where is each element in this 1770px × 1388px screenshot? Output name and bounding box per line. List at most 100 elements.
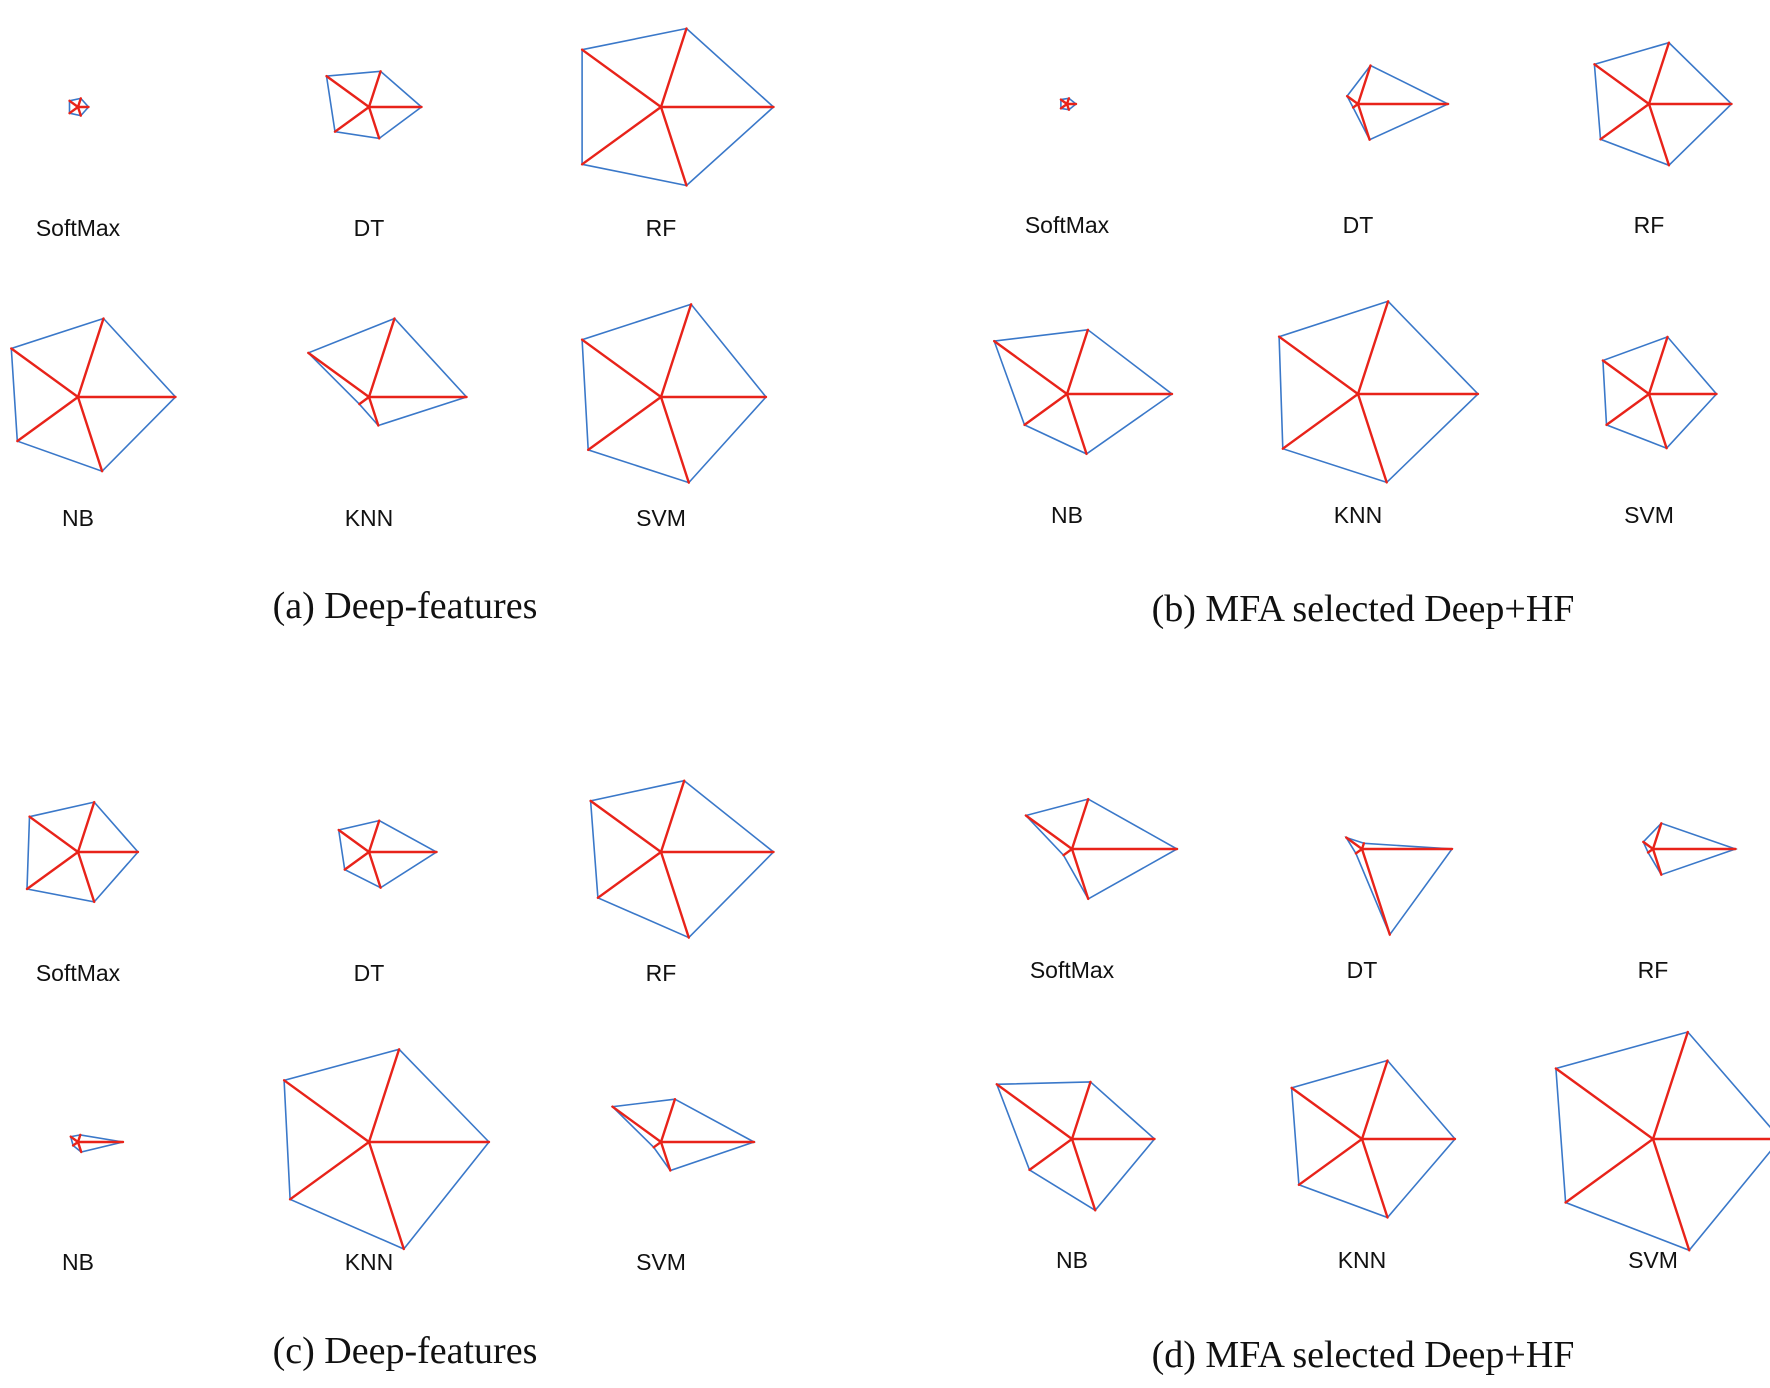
panel-caption: (a) Deep-features [273, 585, 538, 627]
classifier-label: KNN [1334, 502, 1383, 528]
radar-spoke-1 [1647, 335, 1669, 396]
radar-spoke-4 [580, 105, 663, 166]
radar-spoke-2 [337, 828, 371, 854]
radar-outline [993, 328, 1174, 455]
radar-spoke-4 [16, 395, 80, 443]
radar-spoke-5 [367, 850, 382, 889]
radar-outline [68, 97, 90, 117]
radar-spoke-5 [1065, 392, 1088, 456]
radar-spoke-4 [1028, 1137, 1074, 1172]
radar-spoke-4 [1564, 1137, 1655, 1204]
radar-outline [10, 317, 177, 473]
radar-outline [306, 317, 468, 427]
radar-outline [26, 801, 140, 903]
radar-outline [1346, 64, 1450, 141]
radar-spoke-2 [995, 1083, 1074, 1141]
radar-spoke-2 [68, 99, 80, 109]
classifier-label: KNN [345, 1249, 394, 1275]
radar-outline [995, 1081, 1156, 1212]
radar-outline [1642, 822, 1738, 876]
radar-spoke-1 [659, 779, 686, 854]
radar-spoke-5 [1356, 392, 1388, 484]
radar-nb: NB [62, 1133, 125, 1275]
radar-spoke-2 [282, 1079, 371, 1144]
classifier-label: RF [646, 215, 677, 241]
radar-spoke-1 [1651, 1030, 1690, 1141]
radar-dt: DT [1344, 836, 1454, 983]
classifier-label: DT [1347, 957, 1378, 983]
classifier-label: RF [1638, 957, 1669, 983]
radar-outline [283, 1048, 491, 1250]
radar-dt: DT [1343, 64, 1450, 238]
radar-outline [1593, 41, 1733, 167]
radar-softmax: SoftMax [1025, 97, 1110, 238]
radar-dt: DT [337, 819, 439, 986]
radar-spoke-5 [1360, 847, 1392, 936]
radar-spoke-1 [1065, 328, 1090, 396]
radar-spoke-5 [76, 1140, 83, 1154]
radar-spoke-4 [1599, 102, 1651, 141]
classifier-label: NB [1051, 502, 1083, 528]
classifier-label: SoftMax [36, 960, 121, 986]
radar-spoke-1 [76, 800, 96, 854]
radar-spoke-4 [1605, 392, 1651, 427]
radar-spoke-1 [76, 97, 83, 109]
radar-rf: RF [589, 779, 775, 986]
radar-spoke-1 [659, 1097, 677, 1144]
classifier-label: KNN [1338, 1247, 1387, 1273]
radar-spoke-5 [659, 850, 690, 939]
radar-spoke-4 [68, 105, 80, 115]
radar-spoke-1 [367, 317, 396, 399]
radar-outline [1024, 798, 1179, 900]
radar-spoke-4 [587, 395, 663, 452]
radar-rf: RF [1593, 41, 1733, 238]
radar-spoke-5 [1647, 392, 1668, 450]
radar-spoke-1 [1647, 41, 1671, 106]
radar-spoke-1 [1070, 797, 1090, 851]
radar-spoke-2 [1024, 814, 1074, 851]
radar-spoke-2 [307, 351, 371, 399]
classifier-label: DT [1343, 212, 1374, 238]
radar-svm: SVM [1601, 335, 1718, 528]
radar-svm: SVM [610, 1097, 756, 1275]
radar-spoke-2 [1642, 840, 1655, 851]
radar-svm: SVM [1554, 1030, 1770, 1273]
radar-spoke-4 [333, 105, 371, 133]
radar-spoke-4 [343, 850, 371, 871]
radar-spoke-5 [76, 395, 104, 473]
radar-spoke-1 [1360, 1059, 1389, 1141]
radar-spoke-2 [1290, 1086, 1364, 1141]
radar-spoke-1 [367, 1048, 401, 1144]
radar-spoke-5 [659, 1140, 672, 1172]
radar-spoke-2 [1593, 63, 1651, 106]
radar-rf: RF [580, 27, 775, 241]
radar-softmax: SoftMax [1024, 797, 1179, 983]
radar-spoke-5 [1651, 847, 1663, 876]
radar-outline [1278, 300, 1480, 484]
classifier-label: NB [62, 505, 94, 531]
radar-spoke-1 [1356, 64, 1372, 106]
radar-dt: DT [325, 70, 423, 241]
classifier-label: SVM [636, 505, 686, 531]
radar-spoke-4 [358, 395, 371, 406]
radar-knn: KNN [1277, 300, 1480, 528]
classifier-label: KNN [345, 505, 394, 531]
radar-knn: KNN [282, 1048, 491, 1275]
radar-nb: NB [993, 328, 1174, 528]
classifier-label: NB [62, 1249, 94, 1275]
radar-spoke-1 [76, 317, 105, 399]
radar-spoke-4 [288, 1140, 371, 1201]
radar-spoke-1 [659, 303, 693, 399]
classifier-label: DT [354, 215, 385, 241]
classifier-label: SoftMax [1025, 212, 1110, 238]
radar-spoke-4 [1281, 392, 1360, 450]
radar-outline [325, 70, 423, 140]
radar-spoke-2 [580, 338, 663, 399]
radar-spoke-5 [76, 850, 96, 904]
radar-spoke-5 [1070, 847, 1090, 901]
